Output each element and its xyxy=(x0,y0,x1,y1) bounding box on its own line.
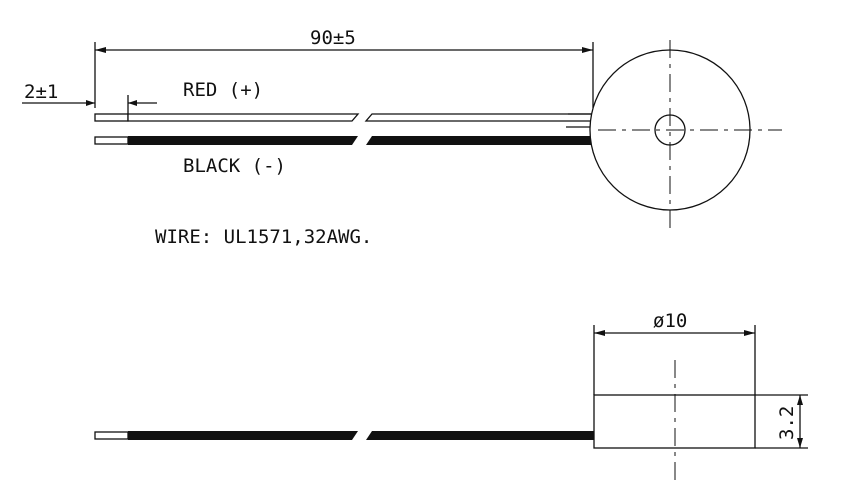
black-wire xyxy=(94,136,593,145)
diameter-dimension xyxy=(593,325,756,395)
red-wire-label: RED (+) xyxy=(183,79,263,101)
side-view xyxy=(94,325,808,482)
height-dimension xyxy=(755,394,808,449)
overall-length-label: 90±5 xyxy=(310,27,356,49)
black-wire-label: BLACK (-) xyxy=(183,155,286,177)
diameter-label: ø10 xyxy=(653,310,687,332)
red-wire xyxy=(94,113,594,128)
top-view xyxy=(22,40,782,234)
height-label: 3.2 xyxy=(776,406,798,440)
wire-spec-label: WIRE: UL1571,32AWG. xyxy=(155,226,372,248)
overall-length-dimension xyxy=(94,42,594,108)
buzzer-disc xyxy=(589,40,782,234)
strip-length-label: 2±1 xyxy=(24,81,58,103)
side-wire xyxy=(94,431,594,440)
strip-length-dimension xyxy=(22,95,157,120)
